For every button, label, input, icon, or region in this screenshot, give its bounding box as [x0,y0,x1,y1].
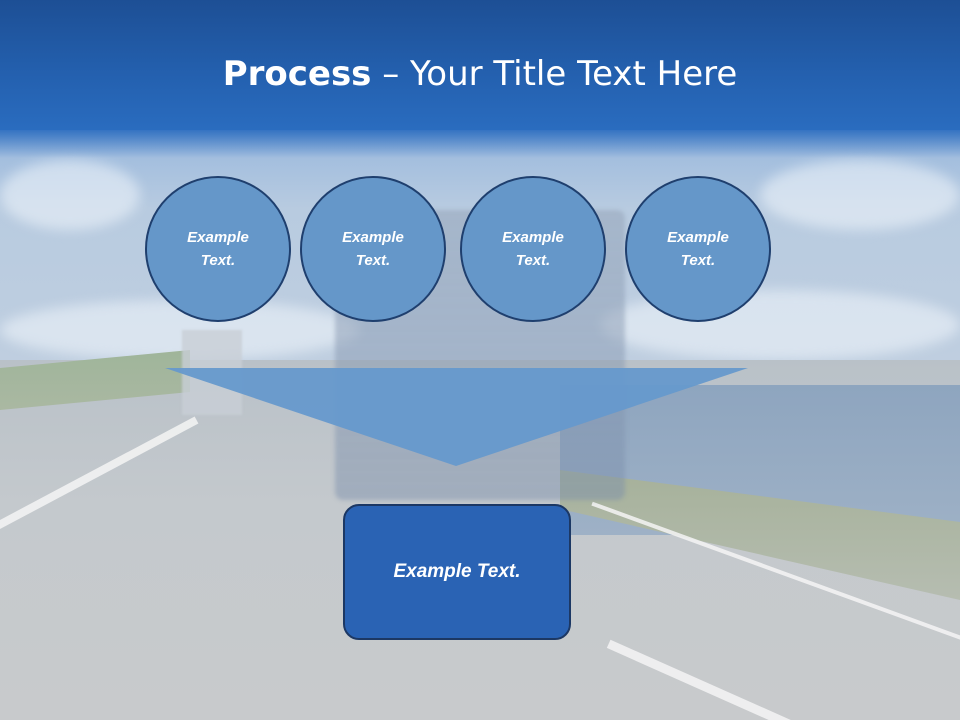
process-circle-label: Example Text. [667,229,729,269]
process-circle-1[interactable]: Example Text. [145,176,291,322]
process-circle-4[interactable]: Example Text. [625,176,771,322]
result-label: Example Text. [393,561,521,582]
title-bold-word: Process [222,54,372,94]
title-band [0,0,960,158]
background-cloud [760,160,960,230]
process-circle-2[interactable]: Example Text. [300,176,446,322]
funnel-triangle[interactable] [165,368,748,466]
title-rest: – Your Title Text Here [371,54,738,94]
result-box[interactable]: Example Text. [343,504,571,640]
process-circle-3[interactable]: Example Text. [460,176,606,322]
process-circle-label: Example Text. [187,229,249,269]
slide-title[interactable]: Process – Your Title Text Here [0,54,960,94]
process-circle-label: Example Text. [342,229,404,269]
process-circle-label: Example Text. [502,229,564,269]
background-cloud [0,160,140,230]
